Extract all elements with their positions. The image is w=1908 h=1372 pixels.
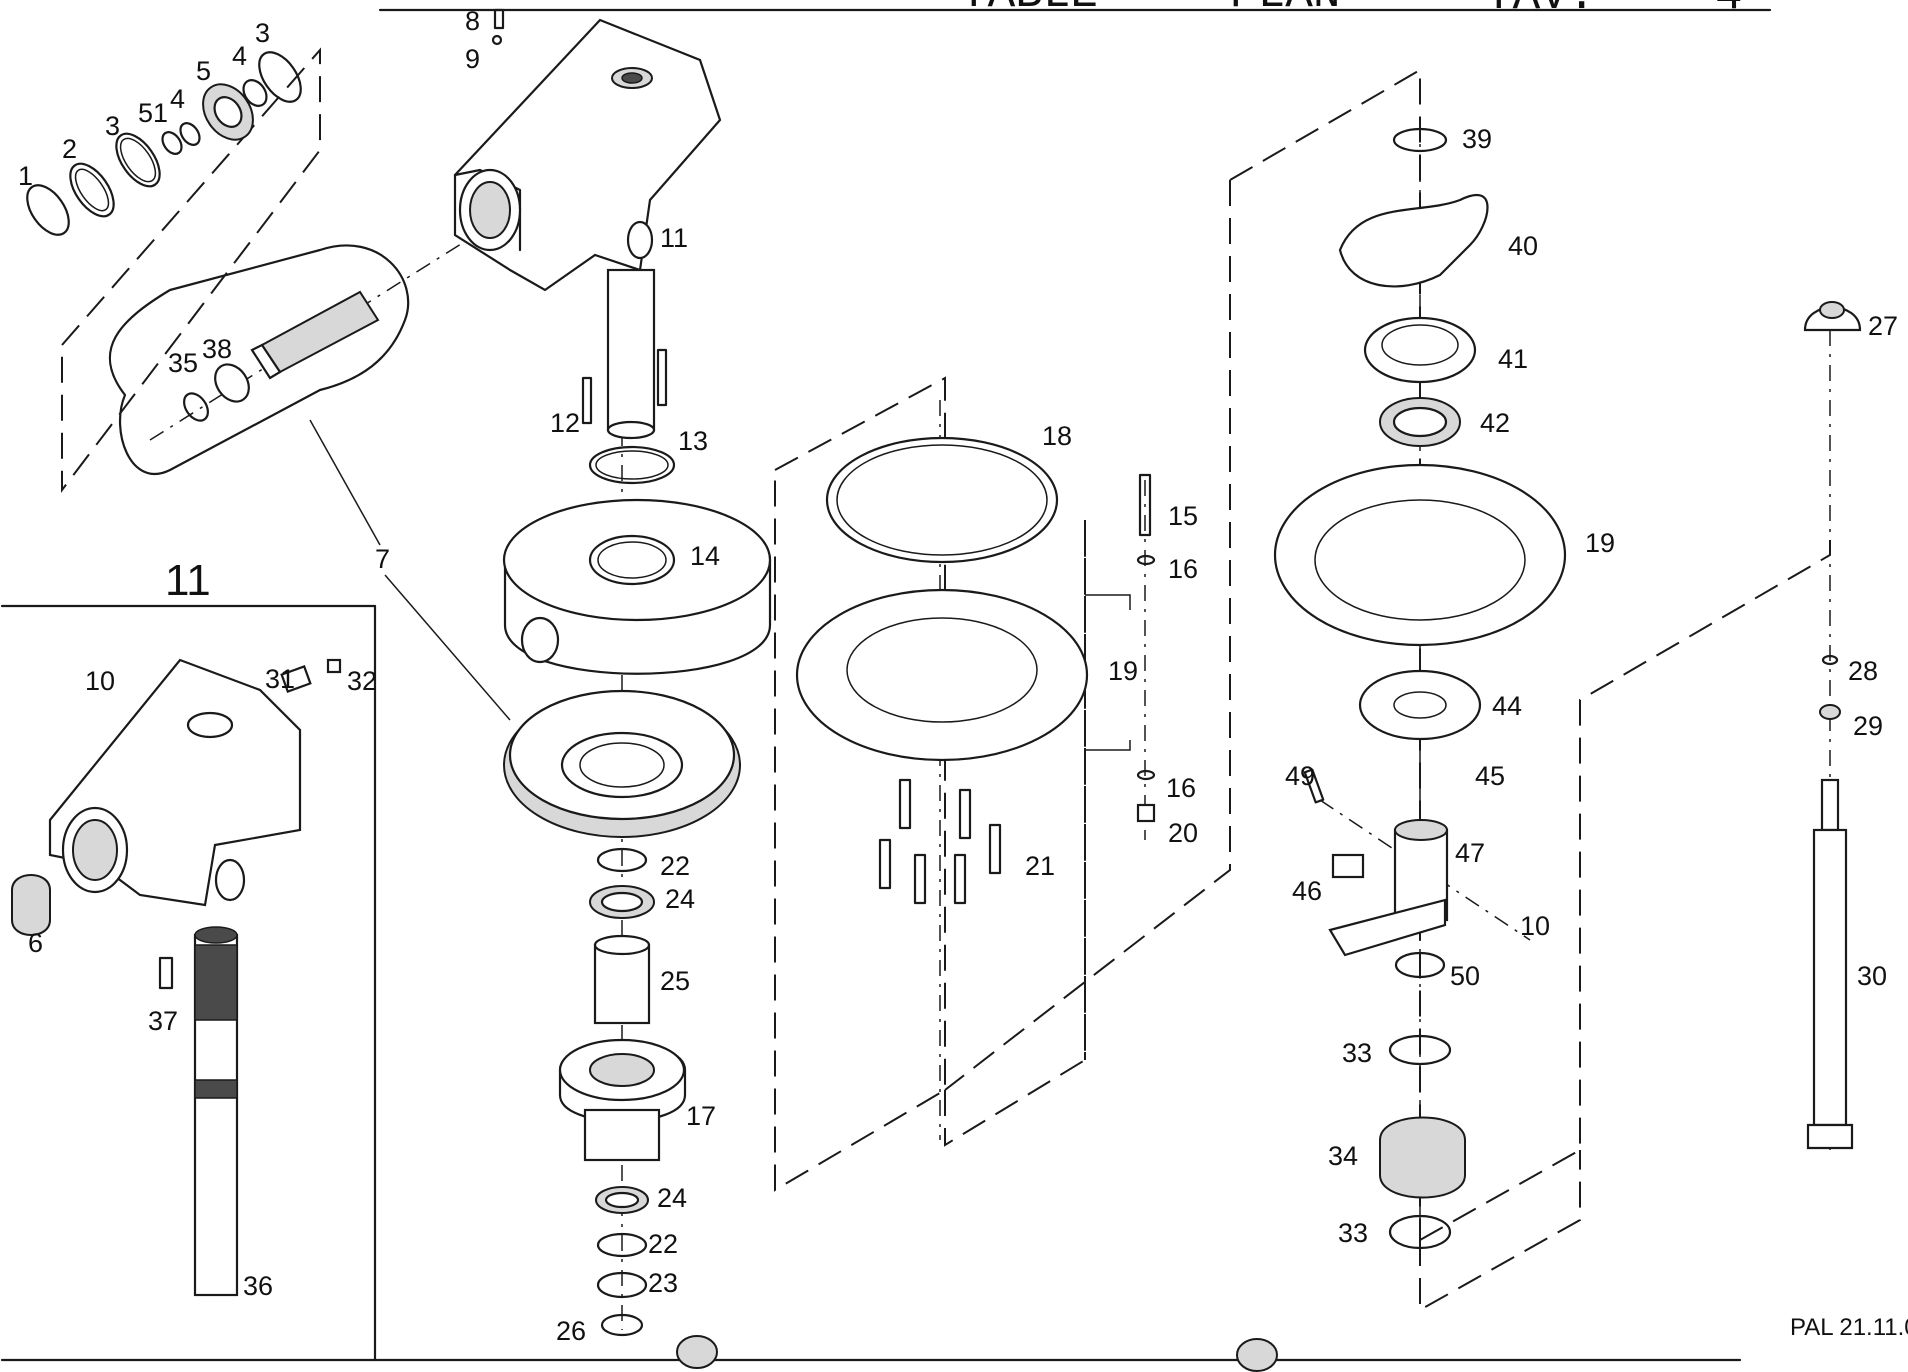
inset-assembly: [11, 658, 342, 1297]
bevel-gear: [503, 689, 741, 838]
callout-3b: 3: [255, 18, 270, 48]
callout-4b: 4: [232, 41, 247, 71]
gear-housing-disc-14: [502, 498, 772, 675]
callout-13: 13: [678, 426, 708, 456]
callout-29: 29: [1853, 711, 1883, 741]
callout-41: 41: [1498, 344, 1528, 374]
callout-14: 14: [690, 541, 720, 571]
callout-30: 30: [1857, 961, 1887, 991]
callout-35: 35: [168, 348, 198, 378]
callout-4a: 4: [170, 84, 185, 114]
callout-labels: 1 2 3 51 4 5 4 3 8 9 11 12 13 14 7 35 38…: [18, 6, 1898, 1346]
callout-19-middle: 19: [1108, 656, 1138, 686]
callout-31: 31: [265, 664, 295, 694]
callout-42: 42: [1480, 408, 1510, 438]
callout-32: 32: [347, 666, 377, 696]
callout-8: 8: [465, 6, 480, 36]
header-tav-label: TAV.: [1485, 0, 1595, 22]
callout-25: 25: [660, 966, 690, 996]
callout-38: 38: [202, 334, 232, 364]
callout-9: 9: [465, 44, 480, 74]
bearing-stack-top-left: [26, 51, 302, 236]
callout-3a: 3: [105, 111, 120, 141]
callout-34: 34: [1328, 1141, 1358, 1171]
callout-21: 21: [1025, 851, 1055, 881]
callout-16-lower: 16: [1166, 773, 1196, 803]
callout-7: 7: [375, 544, 390, 574]
callout-40: 40: [1508, 231, 1538, 261]
callout-33-lower: 33: [1338, 1218, 1368, 1248]
callout-2: 2: [62, 134, 77, 164]
callout-22-upper: 22: [660, 851, 690, 881]
callout-36: 36: [243, 1271, 273, 1301]
callout-10-inset: 10: [85, 666, 115, 696]
callout-5: 5: [196, 56, 211, 86]
callout-24-lower: 24: [657, 1183, 687, 1213]
footer-code: PAL 21.11.01: [1790, 1314, 1908, 1341]
callout-11-main: 11: [660, 223, 688, 253]
mount-feet: [676, 1335, 1278, 1372]
callout-50: 50: [1450, 961, 1480, 991]
header-title-fragment-2: PLAN: [1230, 0, 1340, 20]
gearbox-housing-main: [453, 8, 722, 440]
spindle-stack-lower: [558, 847, 687, 1337]
callout-15: 15: [1168, 501, 1198, 531]
callout-46: 46: [1292, 876, 1322, 906]
callout-6: 6: [28, 928, 43, 958]
callout-18: 18: [1042, 421, 1072, 451]
callout-28: 28: [1848, 656, 1878, 686]
flange-disc-19-middle: [795, 588, 1089, 762]
callout-27: 27: [1868, 311, 1898, 341]
callout-1: 1: [18, 161, 33, 191]
callout-24-upper: 24: [665, 884, 695, 914]
cover-ring-13: [588, 445, 676, 485]
right-assembly-stack: [1273, 127, 1567, 1250]
callout-23: 23: [648, 1268, 678, 1298]
disc-plate-18: [825, 436, 1059, 564]
callout-19-right: 19: [1585, 528, 1615, 558]
callout-44: 44: [1492, 691, 1522, 721]
header-tav-number: 4: [1715, 0, 1743, 22]
callout-16-upper: 16: [1168, 554, 1198, 584]
vertical-shaft-30: [1803, 301, 1862, 1150]
axis-lines: [149, 120, 1831, 1330]
callout-49: 49: [1285, 761, 1315, 791]
callout-47: 47: [1455, 838, 1485, 868]
bolt-set: [878, 473, 1156, 905]
inset-box: 11: [0, 556, 1742, 1362]
callout-39: 39: [1462, 124, 1492, 154]
inset-title: 11: [165, 556, 211, 605]
header: TABLE PLAN TAV. 4: [378, 0, 1772, 22]
callout-45: 45: [1475, 761, 1505, 791]
callout-22-lower: 22: [648, 1229, 678, 1259]
callout-20: 20: [1168, 818, 1198, 848]
callout-37: 37: [148, 1006, 178, 1036]
callout-12: 12: [550, 408, 580, 438]
header-title-fragment-1: TABLE: [960, 0, 1098, 20]
callout-26: 26: [556, 1316, 586, 1346]
callout-51: 51: [138, 98, 168, 128]
callout-33-upper: 33: [1342, 1038, 1372, 1068]
callout-17: 17: [686, 1101, 716, 1131]
input-shaft-capsule: [108, 244, 511, 721]
callout-10-right: 10: [1520, 911, 1550, 941]
